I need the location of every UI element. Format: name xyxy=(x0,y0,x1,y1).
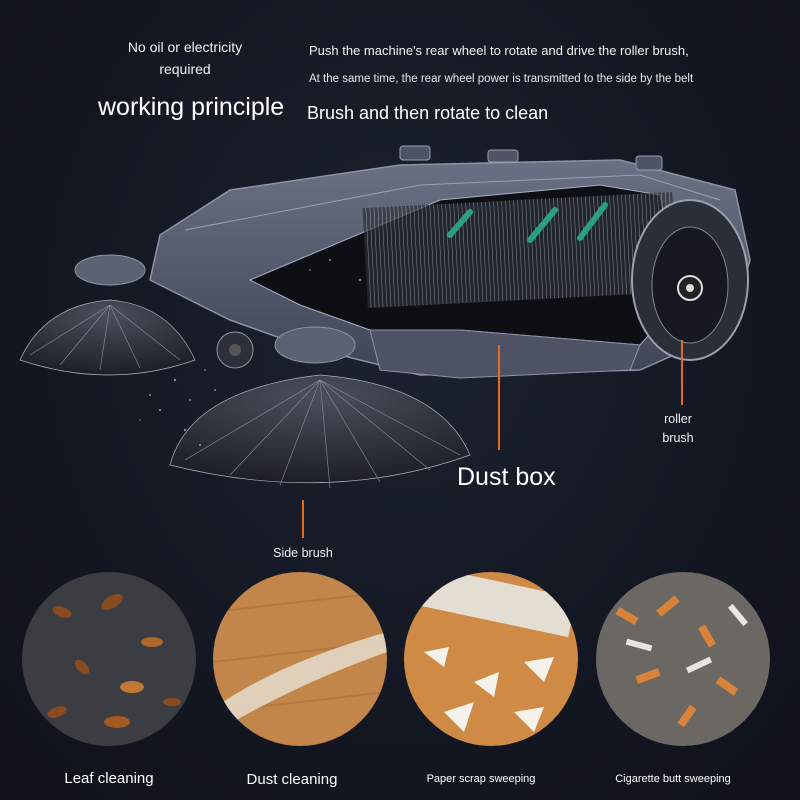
roller-brush-pointer xyxy=(681,340,683,405)
dust-box xyxy=(369,329,641,379)
dust-scene-image xyxy=(213,572,387,746)
paper-scrap-caption: Paper scrap sweeping xyxy=(426,773,536,785)
no-oil-note: No oil or electricity required xyxy=(105,36,265,80)
description-line-3: Brush and then rotate to clean xyxy=(307,103,549,123)
roller-brush-label: roller brush xyxy=(648,410,708,448)
front-side-brush xyxy=(169,374,471,484)
dust-box-label: Dust box xyxy=(457,463,556,491)
page-title: working principle xyxy=(98,93,285,121)
roller-label-line2: brush xyxy=(662,431,694,445)
dust-box-pointer xyxy=(498,345,500,450)
description-line-2: At the same time, the rear wheel power i… xyxy=(309,73,694,85)
no-oil-line1: No oil or electricity xyxy=(127,39,243,55)
sweeper-machine-illustration xyxy=(19,145,751,489)
side-brush-pointer xyxy=(302,500,304,538)
leaf-scene-image xyxy=(22,572,196,746)
roller-label-line1: roller xyxy=(664,412,692,426)
no-oil-line2: required xyxy=(159,61,211,77)
description-line-1: Push the machine's rear wheel to rotate … xyxy=(309,43,689,58)
cigarette-butt-scene-image xyxy=(596,572,770,746)
left-side-brush xyxy=(19,299,196,376)
cigarette-butt-caption: Cigarette butt sweeping xyxy=(615,773,731,785)
dust-cleaning-caption: Dust cleaning xyxy=(246,771,338,788)
leaf-cleaning-caption: Leaf cleaning xyxy=(64,770,154,787)
side-brush-label: Side brush xyxy=(273,546,333,560)
paper-scrap-scene-image xyxy=(404,572,578,746)
